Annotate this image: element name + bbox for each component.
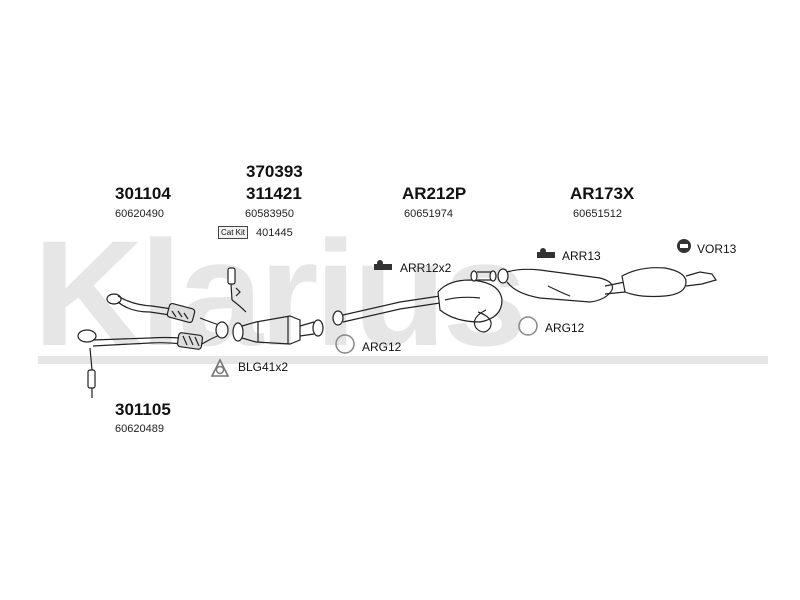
part-number-311421: 311421 bbox=[246, 184, 302, 203]
label-arr12: ARR12x2 bbox=[400, 261, 452, 275]
front-pipe-301104 bbox=[106, 293, 196, 324]
flange-gasket-icon-blg41 bbox=[210, 358, 230, 377]
label-arg12-left: ARG12 bbox=[362, 340, 402, 354]
label-blg41: BLG41x2 bbox=[238, 360, 289, 374]
y-connector bbox=[199, 317, 229, 345]
ref-number-60620490: 60620490 bbox=[115, 208, 164, 220]
catalytic-converter-311421 bbox=[232, 315, 324, 345]
label-vor13: VOR13 bbox=[697, 242, 737, 256]
part-number-ar212p: AR212P bbox=[402, 184, 467, 203]
part-number-370393: 370393 bbox=[246, 162, 303, 181]
rubber-hanger-icon-arr12 bbox=[374, 260, 392, 270]
label-arr13: ARR13 bbox=[562, 249, 601, 263]
connector-pipe bbox=[470, 270, 497, 282]
rubber-hanger-icon-arr13 bbox=[537, 248, 555, 258]
lambda-sensor bbox=[227, 267, 247, 313]
label-arg12-right: ARG12 bbox=[545, 321, 585, 335]
ring-gasket-icon-arg12-right bbox=[518, 316, 538, 336]
catkit-tag: Cat Kit bbox=[218, 226, 249, 239]
centre-silencer-ar212p bbox=[332, 279, 503, 333]
rear-silencer-ar173x bbox=[497, 267, 717, 303]
part-number-ar173x: AR173X bbox=[570, 184, 635, 203]
watermark-bar bbox=[38, 356, 768, 364]
front-pipe-301105 bbox=[77, 329, 204, 398]
ref-number-60583950: 60583950 bbox=[245, 208, 294, 220]
catkit-code: 401445 bbox=[256, 227, 293, 239]
mounting-rubber-icon-vor13 bbox=[677, 239, 691, 253]
ring-gasket-icon-arg12-left bbox=[335, 334, 355, 354]
ref-number-60620489: 60620489 bbox=[115, 423, 164, 435]
part-number-301105: 301105 bbox=[115, 400, 171, 419]
ref-number-60651512: 60651512 bbox=[573, 208, 622, 220]
ref-number-60651974: 60651974 bbox=[404, 208, 453, 220]
part-number-301104: 301104 bbox=[115, 184, 171, 203]
